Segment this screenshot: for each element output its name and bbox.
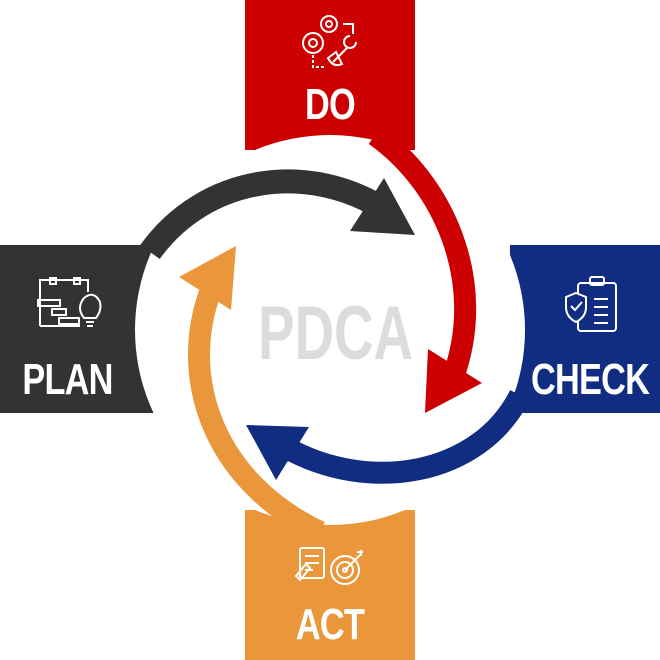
plan-to-do-arrow	[140, 169, 415, 260]
act-panel	[245, 510, 415, 660]
plan-panel	[0, 245, 160, 413]
clipboard-shield-icon	[565, 276, 617, 332]
do-to-check-arrow	[368, 125, 482, 413]
do-label: DO	[305, 80, 356, 129]
do-panel	[245, 0, 415, 150]
target-document-icon	[294, 547, 363, 585]
plan-label: PLAN	[22, 355, 113, 404]
gantt-lightbulb-icon	[37, 277, 102, 327]
center-title: PDCA	[258, 291, 414, 376]
check-label: CHECK	[530, 355, 650, 404]
check-to-act-arrow	[246, 389, 530, 484]
check-panel	[510, 245, 660, 413]
act-to-plan-arrow	[179, 246, 325, 542]
gears-wrench-icon	[302, 15, 357, 68]
act-label: ACT	[295, 600, 365, 649]
center-cutout	[135, 135, 525, 525]
